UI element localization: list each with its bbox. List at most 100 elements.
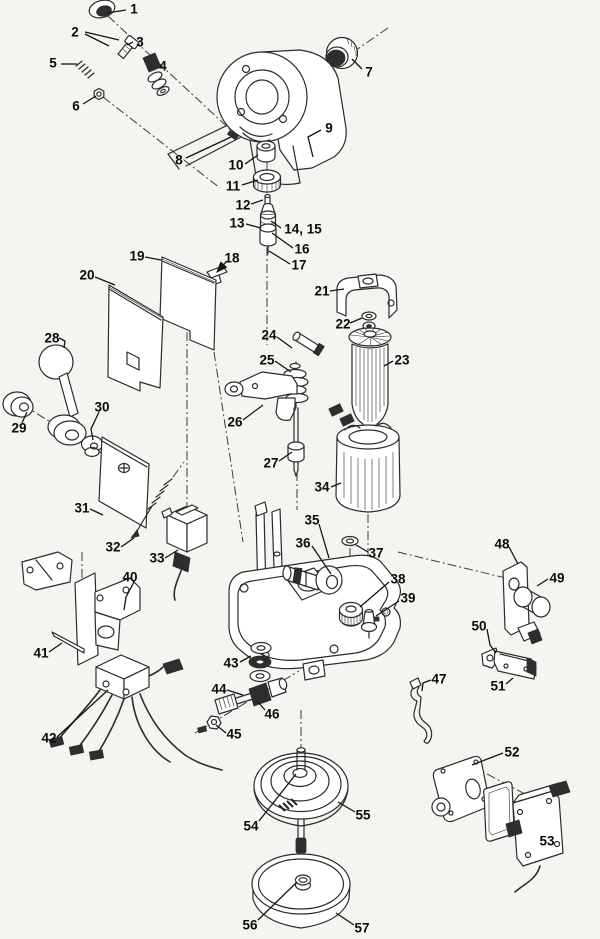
- leader-line-16: [271, 232, 294, 249]
- part-label-40: 40: [122, 570, 137, 585]
- part-label-51: 51: [490, 679, 506, 694]
- part-handle-28: [38, 344, 87, 446]
- part-label-6: 6: [72, 99, 80, 114]
- part-label-34: 34: [314, 480, 330, 495]
- part-knob-1: [88, 0, 116, 19]
- part-bracket-50-51: [481, 647, 537, 680]
- leader-line-20: [94, 276, 116, 286]
- part-label-43: 43: [223, 656, 239, 671]
- leader-line-9: [307, 129, 322, 158]
- part-label-45: 45: [226, 727, 242, 742]
- leader-line-56: [257, 881, 298, 921]
- part-label-41: 41: [33, 646, 49, 661]
- part-label-14-15: 14, 15: [284, 222, 322, 237]
- part-label-23: 23: [394, 353, 410, 368]
- part-cap-7: [325, 36, 359, 70]
- leader-line-35: [318, 523, 330, 559]
- part-label-7: 7: [365, 65, 373, 80]
- part-label-1: 1: [130, 2, 138, 17]
- part-label-31: 31: [74, 501, 90, 516]
- leader-line-52: [471, 752, 504, 766]
- part-washer-37: [341, 535, 359, 547]
- part-label-21: 21: [314, 284, 330, 299]
- part-hook-47: [409, 677, 433, 744]
- part-bracket-plate-top-left: [21, 551, 73, 591]
- leader-line-22: [349, 317, 363, 324]
- part-label-47: 47: [431, 672, 446, 687]
- leader-line-29: [21, 411, 28, 424]
- leader-line-3: [126, 41, 134, 46]
- part-label-38: 38: [390, 572, 406, 587]
- part-label-52: 52: [504, 745, 519, 760]
- leader-line-14-15: [270, 220, 282, 229]
- leader-line-1: [106, 9, 127, 14]
- leader-line-54: [258, 773, 297, 822]
- leader-line-45: [215, 724, 227, 734]
- part-shaft-tip-12: [264, 193, 271, 205]
- leader-line-40: [123, 581, 135, 611]
- part-needle-41: [51, 631, 85, 654]
- part-label-19: 19: [129, 249, 144, 264]
- part-label-3: 3: [136, 35, 144, 50]
- part-label-42: 42: [41, 731, 56, 746]
- part-bracket-21: [336, 273, 398, 319]
- part-bushing-10: [256, 140, 276, 163]
- part-label-10: 10: [228, 158, 243, 173]
- part-label-12: 12: [235, 198, 250, 213]
- part-shaft-44-46: [214, 677, 288, 715]
- part-label-13: 13: [229, 216, 245, 231]
- part-washer-29: [2, 391, 34, 418]
- part-panel-31: [98, 436, 150, 529]
- leader-line-47: [421, 679, 432, 692]
- part-label-30: 30: [94, 400, 109, 415]
- leader-line-2: [84, 31, 120, 41]
- part-label-37: 37: [368, 546, 383, 561]
- leader-line-24: [276, 336, 293, 349]
- part-washers-4: [142, 52, 170, 96]
- leader-line-21: [329, 288, 345, 292]
- part-label-20: 20: [79, 268, 94, 283]
- leader-line-33: [164, 549, 179, 559]
- leader-line-17: [268, 250, 291, 265]
- part-label-4: 4: [159, 59, 167, 74]
- leader-line-34: [330, 482, 342, 488]
- part-label-49: 49: [549, 571, 564, 586]
- part-rod-spring-32: [130, 478, 173, 539]
- part-valve-39: [360, 608, 380, 639]
- part-label-8: 8: [175, 153, 183, 168]
- part-pin-24: [292, 331, 325, 357]
- part-washer-stack-43: [248, 641, 272, 683]
- part-label-35: 35: [304, 513, 320, 528]
- leader-line-42: [56, 689, 109, 738]
- leader-line-27: [278, 451, 293, 462]
- part-label-44: 44: [211, 682, 227, 697]
- part-label-28: 28: [44, 331, 60, 346]
- leader-line-12: [250, 199, 264, 205]
- leader-line-46: [256, 700, 266, 711]
- part-label-25: 25: [259, 353, 275, 368]
- part-label-57: 57: [354, 921, 369, 936]
- part-switch-box-53: [483, 780, 571, 893]
- part-label-56: 56: [242, 918, 258, 933]
- leader-line-11: [241, 179, 259, 186]
- part-flange-nut-30: [80, 435, 104, 458]
- leader-line-31: [89, 508, 104, 516]
- part-panel-20: [107, 284, 164, 392]
- leader-line-30: [90, 411, 100, 441]
- leader-line-48: [508, 546, 519, 565]
- part-drum-56-57: [251, 853, 351, 929]
- part-label-11: 11: [226, 179, 241, 194]
- leader-line-6: [82, 95, 97, 105]
- leader-line-26: [242, 404, 264, 421]
- part-label-55: 55: [355, 808, 371, 823]
- part-label-2: 2: [71, 25, 79, 40]
- part-label-26: 26: [227, 415, 243, 430]
- part-label-9: 9: [325, 121, 333, 136]
- part-label-5: 5: [49, 56, 57, 71]
- part-panel-19: [159, 256, 217, 351]
- part-bracket-26: [224, 371, 298, 421]
- part-label-17: 17: [291, 258, 306, 273]
- leader-line-10: [244, 154, 259, 165]
